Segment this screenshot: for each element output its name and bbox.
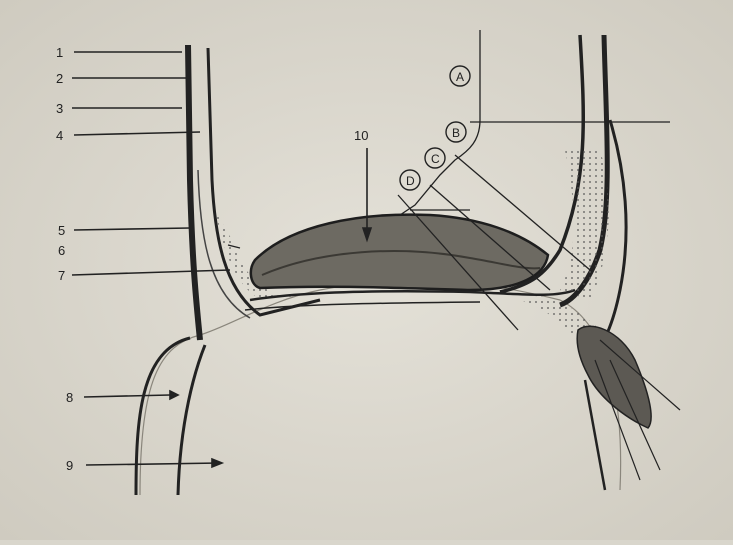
label-b: B xyxy=(452,126,460,140)
label-7: 7 xyxy=(58,268,65,283)
label-3: 3 xyxy=(56,101,63,116)
label-10: 10 xyxy=(354,128,368,143)
label-9: 9 xyxy=(66,458,73,473)
label-a: A xyxy=(456,70,464,84)
label-6: 6 xyxy=(58,243,65,258)
label-c: C xyxy=(431,152,440,166)
label-8: 8 xyxy=(66,390,73,405)
label-1: 1 xyxy=(56,45,63,60)
label-5: 5 xyxy=(58,223,65,238)
label-4: 4 xyxy=(56,128,63,143)
label-d: D xyxy=(406,174,415,188)
label-2: 2 xyxy=(56,71,63,86)
